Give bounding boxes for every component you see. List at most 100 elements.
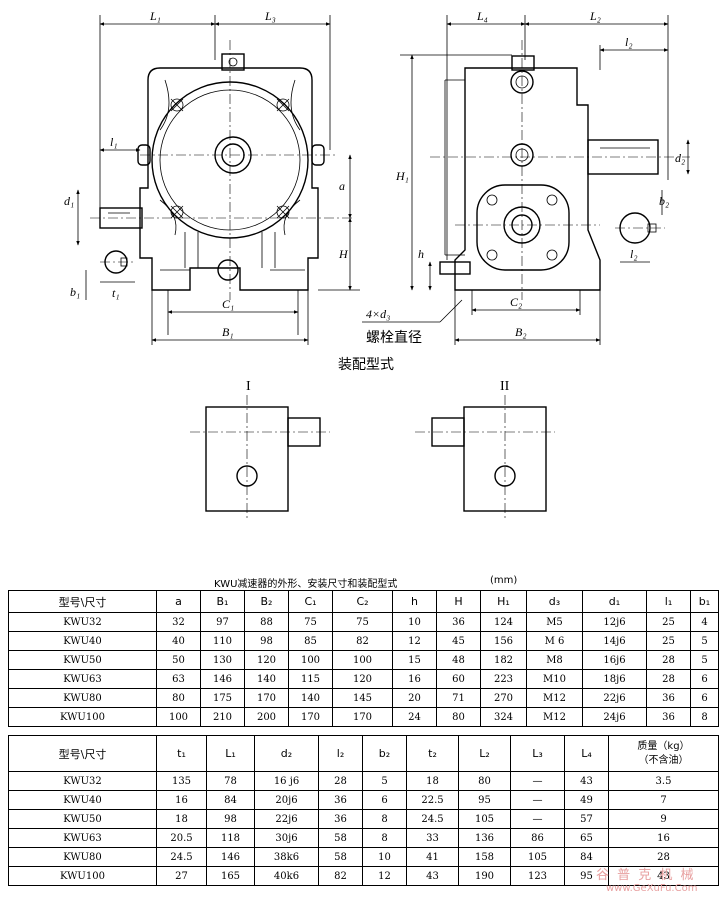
value-cell: 100 — [156, 707, 201, 727]
value-cell: 156 — [480, 631, 527, 651]
value-cell: 8 — [362, 809, 407, 829]
header-cell: 型号\尺寸 — [8, 735, 157, 772]
value-cell: 16 j6 — [254, 771, 319, 791]
value-cell: 22j6 — [254, 809, 319, 829]
dim-C1: C₁ — [222, 297, 234, 311]
value-cell: 82 — [332, 631, 393, 651]
value-cell: 270 — [480, 688, 527, 708]
dim-b1: b₁ — [70, 285, 80, 299]
value-cell: 60 — [436, 669, 481, 689]
header-cell: H₁ — [480, 590, 527, 613]
front-view: L₁ L₃ — [64, 9, 360, 345]
header-cell: t₁ — [156, 735, 207, 772]
dim-L4: L₄ — [476, 9, 488, 23]
value-cell: 130 — [200, 650, 245, 670]
value-cell: 98 — [244, 631, 289, 651]
model-cell: KWU80 — [8, 847, 157, 867]
value-cell: — — [510, 771, 565, 791]
value-cell: 16 — [392, 669, 437, 689]
value-cell: 36 — [318, 790, 363, 810]
header-cell: d₁ — [582, 590, 647, 613]
type-1-label: I — [246, 379, 251, 394]
value-cell: M12 — [526, 707, 583, 727]
value-cell: 158 — [458, 847, 511, 867]
model-cell: KWU40 — [8, 790, 157, 810]
dim-a: a — [339, 179, 345, 193]
value-cell: 24 — [392, 707, 437, 727]
dim-d2: d₂ — [675, 151, 685, 165]
value-cell: 22.5 — [406, 790, 459, 810]
value-cell: 15 — [392, 650, 437, 670]
dim-d3: 4×d₃ — [366, 307, 390, 321]
value-cell: 170 — [288, 707, 333, 727]
value-cell: 32 — [156, 612, 201, 632]
value-cell: 3.5 — [608, 771, 719, 791]
value-cell: 36 — [646, 707, 691, 727]
dim-l1: l₁ — [110, 135, 118, 149]
header-cell: b₂ — [362, 735, 407, 772]
value-cell: 25 — [646, 612, 691, 632]
value-cell: 97 — [200, 612, 245, 632]
model-cell: KWU32 — [8, 612, 157, 632]
value-cell: 57 — [564, 809, 609, 829]
dim-l2-top: l₂ — [625, 35, 633, 49]
dim-H1: H₁ — [395, 169, 409, 183]
model-cell: KWU80 — [8, 688, 157, 708]
value-cell: M 6 — [526, 631, 583, 651]
value-cell: 8 — [362, 828, 407, 848]
value-cell: 200 — [244, 707, 289, 727]
value-cell: 145 — [332, 688, 393, 708]
value-cell: 8 — [690, 707, 719, 727]
model-cell: KWU50 — [8, 650, 157, 670]
value-cell: 58 — [318, 828, 363, 848]
value-cell: 6 — [690, 669, 719, 689]
watermark-cn: 谷 普 克 机 械 — [596, 868, 696, 883]
value-cell: 105 — [510, 847, 565, 867]
value-cell: 12j6 — [582, 612, 647, 632]
value-cell: 95 — [564, 866, 609, 886]
dim-L1: L₁ — [149, 9, 161, 23]
header-cell: a — [156, 590, 201, 613]
value-cell: 20.5 — [156, 828, 207, 848]
dim-h: h — [418, 247, 424, 261]
header-cell: B₁ — [200, 590, 245, 613]
value-cell: 80 — [436, 707, 481, 727]
value-cell: 28 — [646, 669, 691, 689]
value-cell: 210 — [200, 707, 245, 727]
value-cell: 45 — [436, 631, 481, 651]
dim-C2: C₂ — [510, 295, 522, 309]
value-cell: 10 — [362, 847, 407, 867]
value-cell: 82 — [318, 866, 363, 886]
value-cell: 16j6 — [582, 650, 647, 670]
value-cell: 43 — [406, 866, 459, 886]
value-cell: 20 — [392, 688, 437, 708]
value-cell: 12 — [392, 631, 437, 651]
dim-b2: b₂ — [659, 194, 669, 208]
value-cell: 10 — [392, 612, 437, 632]
value-cell: 36 — [646, 688, 691, 708]
dim-l2-key: l₂ — [630, 247, 638, 261]
value-cell: M10 — [526, 669, 583, 689]
value-cell: 40k6 — [254, 866, 319, 886]
header-cell: d₂ — [254, 735, 319, 772]
value-cell: 50 — [156, 650, 201, 670]
value-cell: 146 — [206, 847, 255, 867]
value-cell: 7 — [608, 790, 719, 810]
value-cell: 84 — [206, 790, 255, 810]
assembly-title: 装配型式 — [338, 357, 394, 373]
value-cell: 115 — [288, 669, 333, 689]
table-1-header-row: 型号\尺寸 a B₁ B₂ C₁ C₂ h H H₁ d₃ d₁ l₁ b₁ — [8, 590, 719, 613]
value-cell: 20j6 — [254, 790, 319, 810]
value-cell: 124 — [480, 612, 527, 632]
value-cell: 136 — [458, 828, 511, 848]
value-cell: 75 — [332, 612, 393, 632]
header-cell: 型号\尺寸 — [8, 590, 157, 613]
model-cell: KWU63 — [8, 669, 157, 689]
value-cell: 24.5 — [156, 847, 207, 867]
value-cell: 120 — [244, 650, 289, 670]
